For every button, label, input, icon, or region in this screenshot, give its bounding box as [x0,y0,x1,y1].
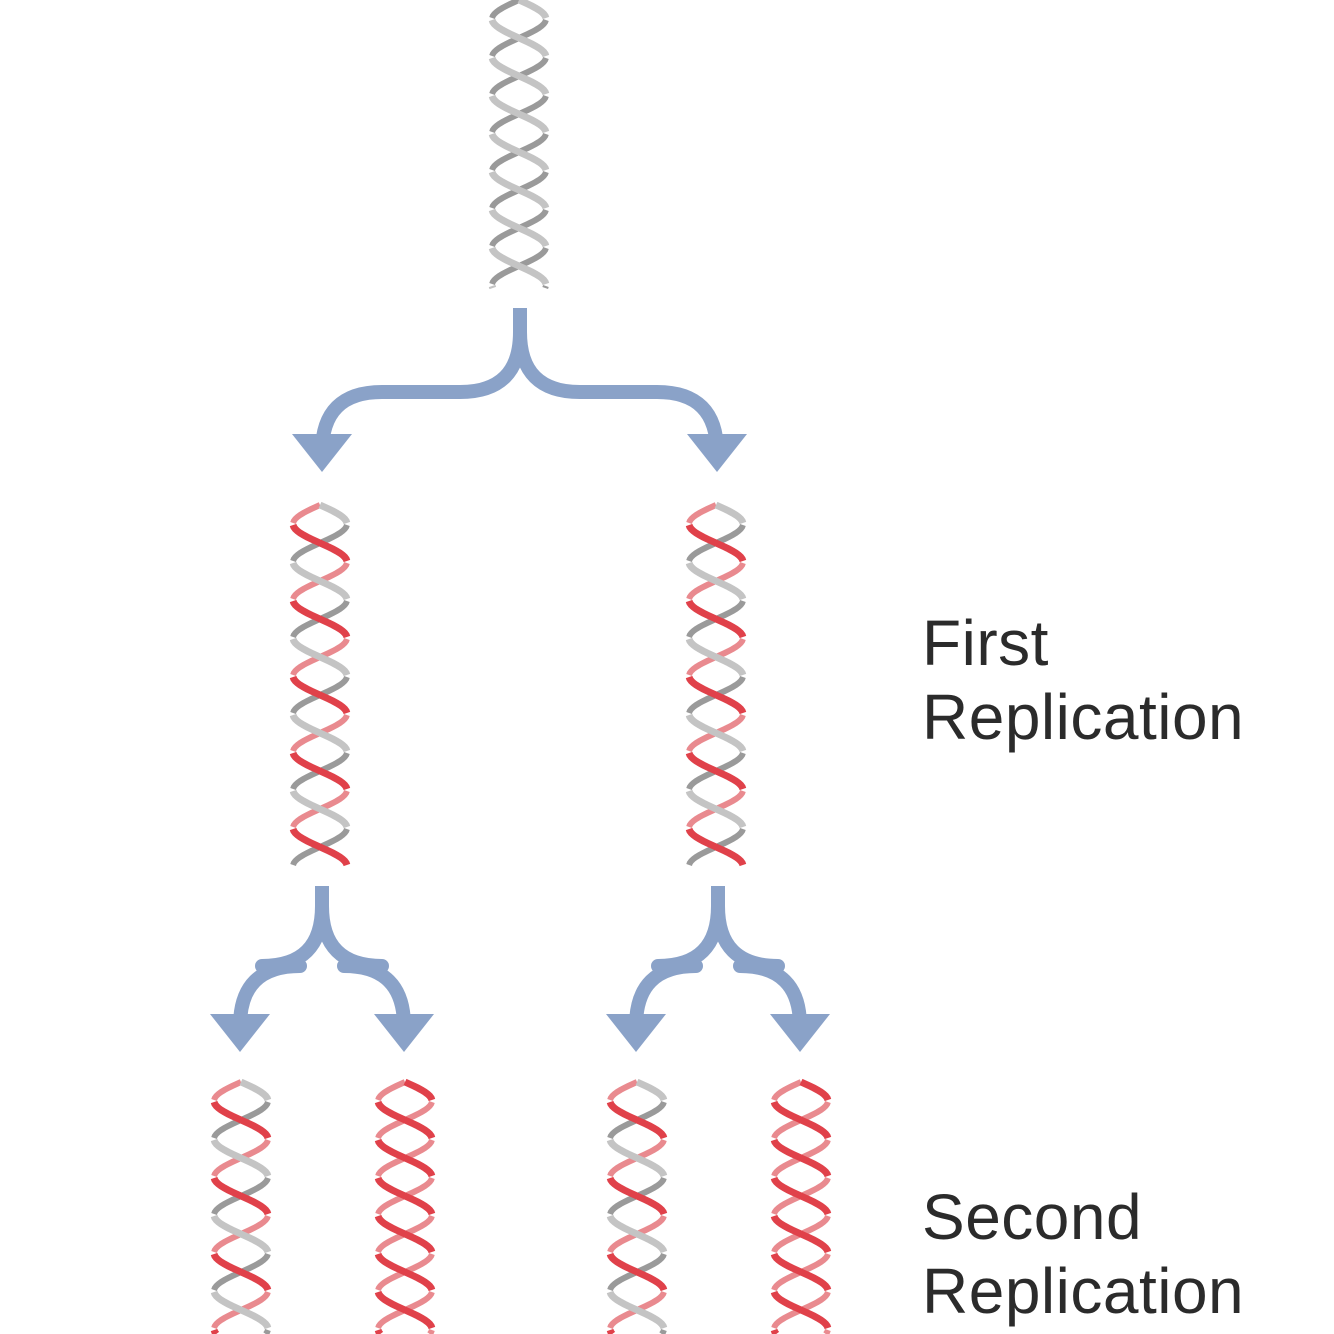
helix-strand-a-back [662,1330,664,1334]
helix-strand-a-front [241,1082,268,1100]
dna-helix-gen0-0 [492,0,546,288]
helices-layer [214,0,828,1334]
branch-arrow-first-left [210,886,434,1052]
dna-helix-gen2-2 [610,1082,664,1334]
branch-arrow-parent [292,308,747,472]
helix-strand-b-back [610,1082,637,1100]
helix-strand-a-front [519,0,546,18]
helix-strand-b-back [545,286,546,288]
dna-helix-gen2-3 [774,1082,828,1334]
helix-strand-a-front [320,505,347,523]
helix-strand-b-back [293,505,320,523]
branch-arrow-first-right-path [636,886,800,1026]
branch-arrow-first-left-left-arrowhead [210,1014,270,1052]
helix-strand-b-front [774,1330,776,1334]
dna-helix-gen2-1 [378,1082,432,1334]
helix-strand-a-front [801,1082,828,1100]
branch-arrow-first-left-right-arrowhead [374,1014,434,1052]
branch-arrow-first-left-path [240,886,404,1026]
helix-strand-b-front [378,1330,380,1334]
second-replication-label-line2: Replication [922,1254,1244,1328]
helix-strand-b-back [774,1082,801,1100]
helix-strand-b-front [214,1330,216,1334]
helix-strand-a-front [716,505,743,523]
branch-arrow-first-right-left-arrowhead [606,1014,666,1052]
helix-strand-b-back [492,0,519,18]
helix-strand-b-back [689,505,716,523]
branch-arrow-first-right [606,886,830,1052]
second-replication-label: Second Replication [922,1180,1244,1328]
dna-helix-gen2-0 [214,1082,268,1334]
helix-strand-a-front [405,1082,432,1100]
helix-strand-a-back [430,1330,432,1334]
second-replication-label-line1: Second [922,1180,1244,1254]
branch-arrow-parent-path [322,308,717,452]
first-replication-label: First Replication [922,606,1244,754]
helix-strand-b-back [214,1082,241,1100]
branch-arrow-parent-left-arrowhead [292,434,352,472]
arrows-layer [210,308,830,1052]
helix-strand-a-back [266,1330,268,1334]
helix-strand-a-front [637,1082,664,1100]
helix-strand-a-back [826,1330,828,1334]
branch-arrow-first-right-right-arrowhead [770,1014,830,1052]
first-replication-label-line1: First [922,606,1244,680]
dna-helix-gen1-1 [689,505,743,865]
helix-strand-a-front [492,286,493,288]
dna-helix-gen1-0 [293,505,347,865]
branch-arrow-parent-right-arrowhead [687,434,747,472]
first-replication-label-line2: Replication [922,680,1244,754]
helix-strand-b-front [610,1330,612,1334]
helix-strand-b-back [378,1082,405,1100]
